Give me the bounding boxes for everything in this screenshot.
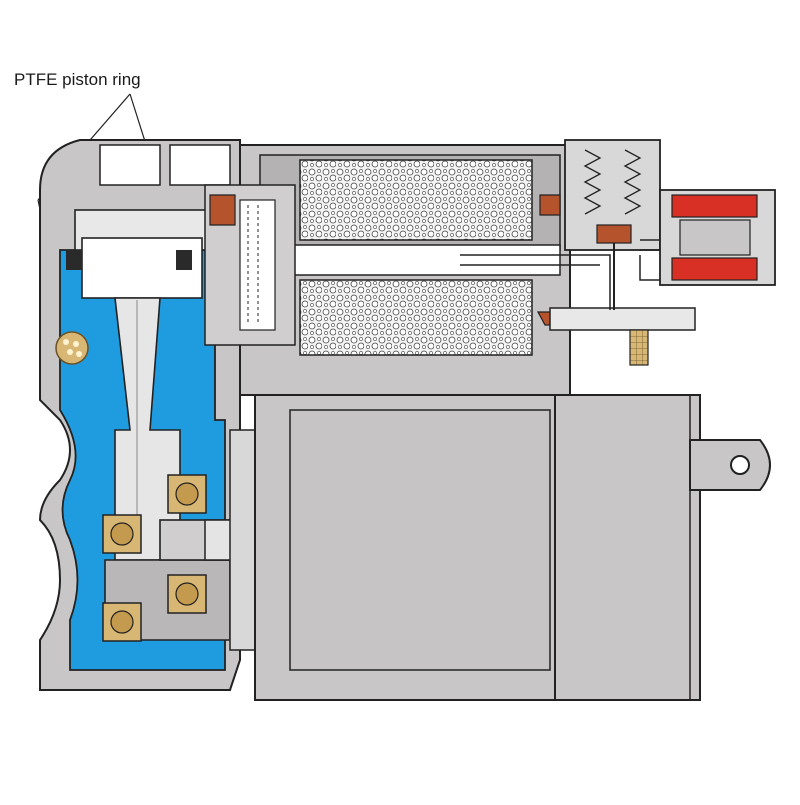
- desiccant-pellets-icon: [299, 279, 533, 356]
- bearing-icon: [102, 602, 142, 642]
- valve-spring-icon: [583, 149, 642, 215]
- solenoid-coil-icon: [671, 194, 758, 218]
- piston-ring-icon: [176, 250, 192, 270]
- outlet-pipe: [549, 307, 696, 366]
- electric-motor-housing: [254, 394, 771, 701]
- solenoid-valve: [640, 189, 776, 286]
- solenoid-coil-icon: [671, 257, 758, 281]
- relief-valve: [564, 139, 661, 310]
- desiccant-pellets-icon: [299, 159, 533, 241]
- bearing-icon: [102, 514, 142, 554]
- bearing-icon: [167, 574, 207, 614]
- mounting-hole: [730, 455, 750, 475]
- air-passages: [460, 254, 660, 310]
- ptfe-ring-detail: [55, 331, 89, 365]
- air-dryer-block: [204, 144, 571, 396]
- piston-ring-icon: [66, 250, 82, 270]
- callout-ptfe-piston-ring: PTFE piston ring: [14, 70, 141, 89]
- bearings: [102, 474, 207, 642]
- bearing-icon: [167, 474, 207, 514]
- cylinder: [66, 209, 211, 299]
